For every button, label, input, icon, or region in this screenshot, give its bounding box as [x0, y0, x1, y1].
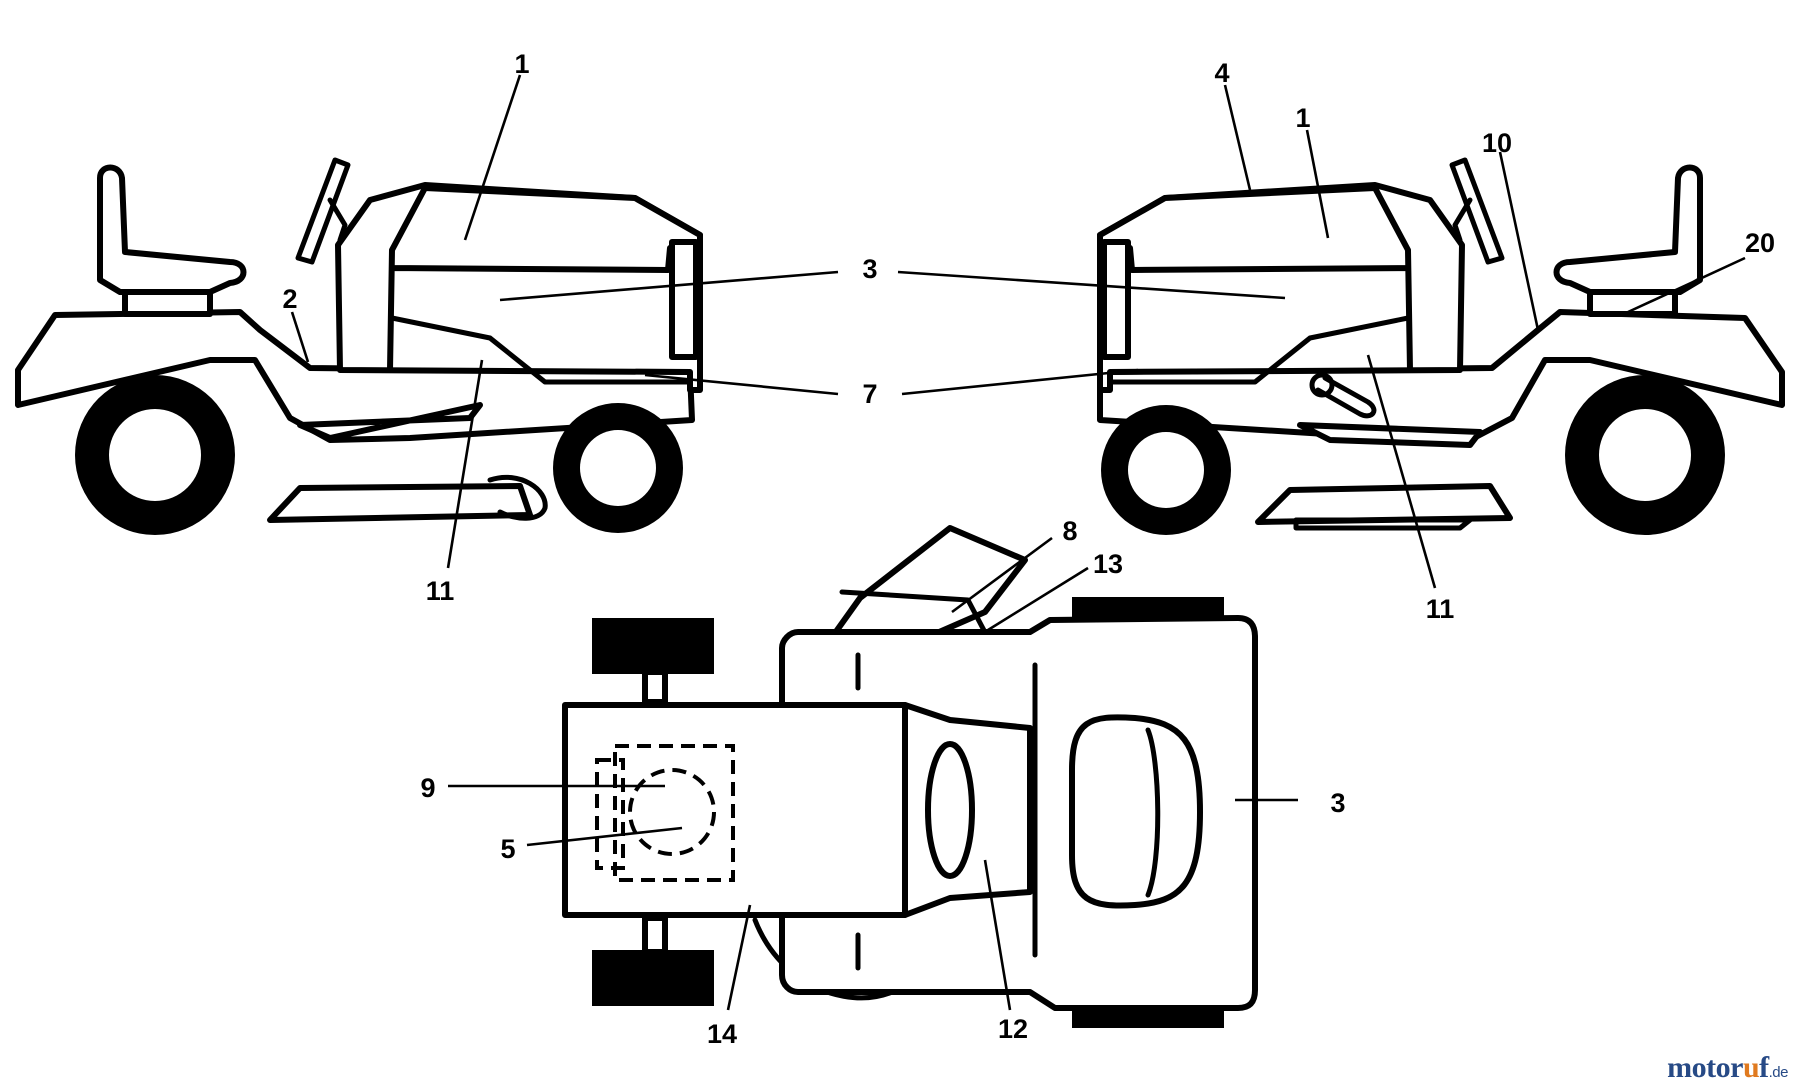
- leader-1-right: [1305, 129, 1330, 239]
- watermark-tld: .de: [1768, 1064, 1789, 1081]
- leader-7-right: [901, 368, 1139, 396]
- callout-7: 7: [862, 379, 877, 409]
- top-rear-tire-right: [592, 950, 714, 1006]
- left-footboard: [297, 402, 483, 441]
- watermark-brand: motor: [1667, 1051, 1743, 1084]
- right-hood-side-panel: [1107, 315, 1411, 385]
- top-hood-line: [1145, 727, 1161, 898]
- right-grille: [1101, 239, 1131, 360]
- top-fuel-cap-outline: [628, 768, 716, 856]
- left-deck-chute: [487, 474, 548, 521]
- callout-1-left: 1: [514, 49, 529, 79]
- leader-11-left: [446, 359, 484, 569]
- right-pedal-knob: [1309, 372, 1335, 398]
- top-rear-axle-left: [642, 669, 668, 705]
- tractor-top-view: [562, 525, 1258, 1028]
- leader-3-left: [499, 270, 839, 302]
- callout-11-left: 11: [426, 576, 455, 606]
- top-steering-wheel: [925, 741, 975, 879]
- top-rear-axle-right: [642, 915, 668, 955]
- right-steering-wheel: [1449, 157, 1505, 265]
- leader-11-right: [1366, 354, 1437, 589]
- right-front-hub: [1128, 432, 1204, 508]
- top-hood-bulge: [1069, 714, 1203, 909]
- right-rear-hub: [1599, 409, 1691, 501]
- motoruf-watermark: motoruf.de: [1667, 1051, 1788, 1085]
- callout-5: 5: [500, 834, 515, 864]
- top-seat-outline: [613, 744, 735, 882]
- callout-1-right: 1: [1295, 103, 1310, 133]
- leader-8: [951, 536, 1053, 614]
- left-grille: [669, 239, 699, 360]
- leader-5: [526, 826, 683, 847]
- leader-10: [1498, 151, 1540, 331]
- callout-13: 13: [1093, 549, 1123, 579]
- leader-lines: [290, 74, 1746, 1011]
- callout-12: 12: [998, 1014, 1028, 1044]
- callout-3-side: 3: [862, 254, 877, 284]
- top-rear-tire-left: [592, 618, 714, 674]
- leader-1-left: [463, 74, 522, 241]
- callout-10: 10: [1482, 128, 1512, 158]
- top-seat-back: [595, 758, 625, 870]
- leader-13: [987, 566, 1089, 632]
- top-front-tire-right: [1072, 1006, 1224, 1028]
- left-rear-hub: [109, 409, 201, 501]
- right-deck-skirt: [1293, 517, 1473, 531]
- right-hood: [1097, 185, 1413, 373]
- callout-numbers: 1 2 3 7 11 4 1 10 20 11 8 13 9 5 3 14 12: [282, 49, 1775, 1049]
- callout-14: 14: [707, 1019, 737, 1049]
- leader-4: [1223, 84, 1252, 191]
- left-seat-base: [122, 289, 213, 317]
- callout-11-right: 11: [1426, 594, 1455, 624]
- top-discharge-chute: [827, 525, 1028, 643]
- callout-9: 9: [420, 773, 435, 803]
- callout-2: 2: [282, 284, 297, 314]
- leader-2: [290, 311, 310, 363]
- top-front-tire-left: [1072, 597, 1224, 619]
- leader-20: [1627, 256, 1746, 314]
- right-seat: [1553, 164, 1703, 295]
- left-mower-deck: [267, 483, 533, 523]
- right-brake-pedal: [1315, 375, 1377, 419]
- callout-8: 8: [1062, 516, 1077, 546]
- watermark-brand-end: f: [1759, 1051, 1769, 1084]
- right-body-fender: [1097, 309, 1785, 443]
- watermark-accent: u: [1742, 1051, 1760, 1084]
- left-body-fender: [15, 309, 695, 443]
- left-seat: [97, 164, 247, 295]
- left-steering-wheel: [295, 157, 351, 265]
- right-mower-deck: [1255, 483, 1513, 525]
- callout-4: 4: [1214, 58, 1229, 88]
- tractor-right-side-view: [1097, 157, 1785, 535]
- callout-3-top: 3: [1330, 788, 1345, 818]
- leader-12: [983, 859, 1012, 1011]
- callout-20: 20: [1745, 228, 1775, 258]
- left-front-hub: [580, 430, 656, 506]
- right-seat-base: [1587, 289, 1678, 317]
- leader-3-right: [897, 270, 1286, 300]
- leader-7-left: [644, 373, 839, 396]
- left-hood-side-panel: [389, 315, 693, 385]
- leader-14: [726, 904, 752, 1011]
- tractor-left-side-view: [15, 157, 703, 535]
